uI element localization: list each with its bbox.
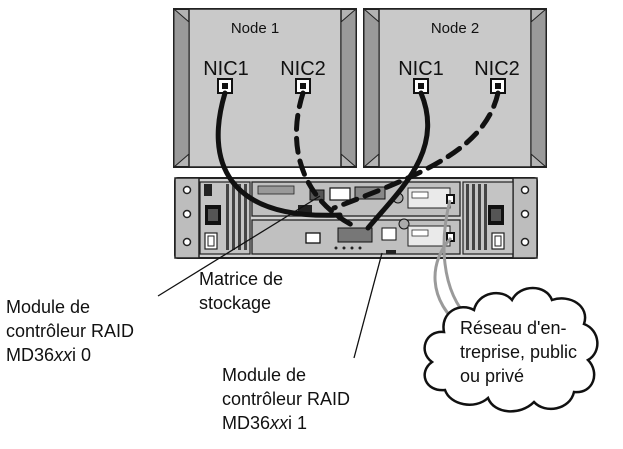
raid-controller-module-0 — [251, 181, 461, 217]
controller-1-label-line2: contrôleur RAID — [222, 389, 351, 409]
network-label-line1: Réseau d'en- — [460, 318, 567, 338]
storage-array-label: Matrice de stockage — [199, 267, 283, 315]
controller-1-model: MD36xxi 1 — [222, 411, 350, 435]
controller-1-model-prefix: MD36 — [222, 413, 271, 433]
controller-0-model-suffix: i 0 — [72, 345, 92, 365]
cables — [215, 90, 501, 231]
cable-node2-nic1-solid — [365, 90, 431, 231]
node-2: Node 2 NIC1 NIC2 — [363, 7, 547, 169]
controller-0-model-italic: xx — [54, 345, 73, 365]
controller-0-label-line2: contrôleur RAID — [6, 321, 135, 341]
controller-0-label: Module de contrôleur RAID MD36xxi 0 — [6, 295, 134, 367]
node-2-nic1-label: NIC1 — [398, 58, 444, 80]
network-label: Réseau d'en- treprise, public ou privé — [460, 316, 577, 388]
node-2-title: Node 2 — [431, 20, 479, 37]
controller-0-label-line1: Module de — [6, 297, 91, 317]
node-2-nic2-label: NIC2 — [474, 58, 520, 80]
cable-node1-nic1-solid — [215, 90, 343, 218]
node-1-nic2-label: NIC2 — [280, 58, 326, 80]
cable-node2-nic2-dashed — [331, 90, 501, 211]
node-1-title: Node 1 — [231, 20, 279, 37]
raid-controller-module-1 — [251, 218, 461, 255]
node-1: Node 1 NIC1 NIC2 — [173, 7, 357, 169]
leader-lines — [157, 195, 383, 359]
controller-1-label: Module de contrôleur RAID MD36xxi 1 — [222, 363, 350, 435]
controller-1-model-italic: xx — [270, 413, 289, 433]
cable-node1-nic2-dashed — [293, 90, 355, 228]
leader-controller-1 — [353, 252, 383, 359]
controller-1-label-line1: Module de — [222, 365, 307, 385]
storage-array-enclosure — [174, 177, 538, 259]
storage-array-label-line1: Matrice de — [199, 269, 284, 289]
right-power-supply — [462, 181, 514, 255]
network-cloud — [423, 286, 599, 413]
node-1-nic1-label: NIC1 — [203, 58, 249, 80]
controller-0-model-prefix: MD36 — [6, 345, 55, 365]
network-label-line2: treprise, public — [460, 342, 578, 362]
storage-array-label-line2: stockage — [199, 293, 272, 313]
controller-0-model: MD36xxi 0 — [6, 343, 134, 367]
network-label-line3: ou privé — [460, 366, 525, 386]
controller-1-model-suffix: i 1 — [288, 413, 308, 433]
leader-controller-0 — [157, 195, 321, 297]
